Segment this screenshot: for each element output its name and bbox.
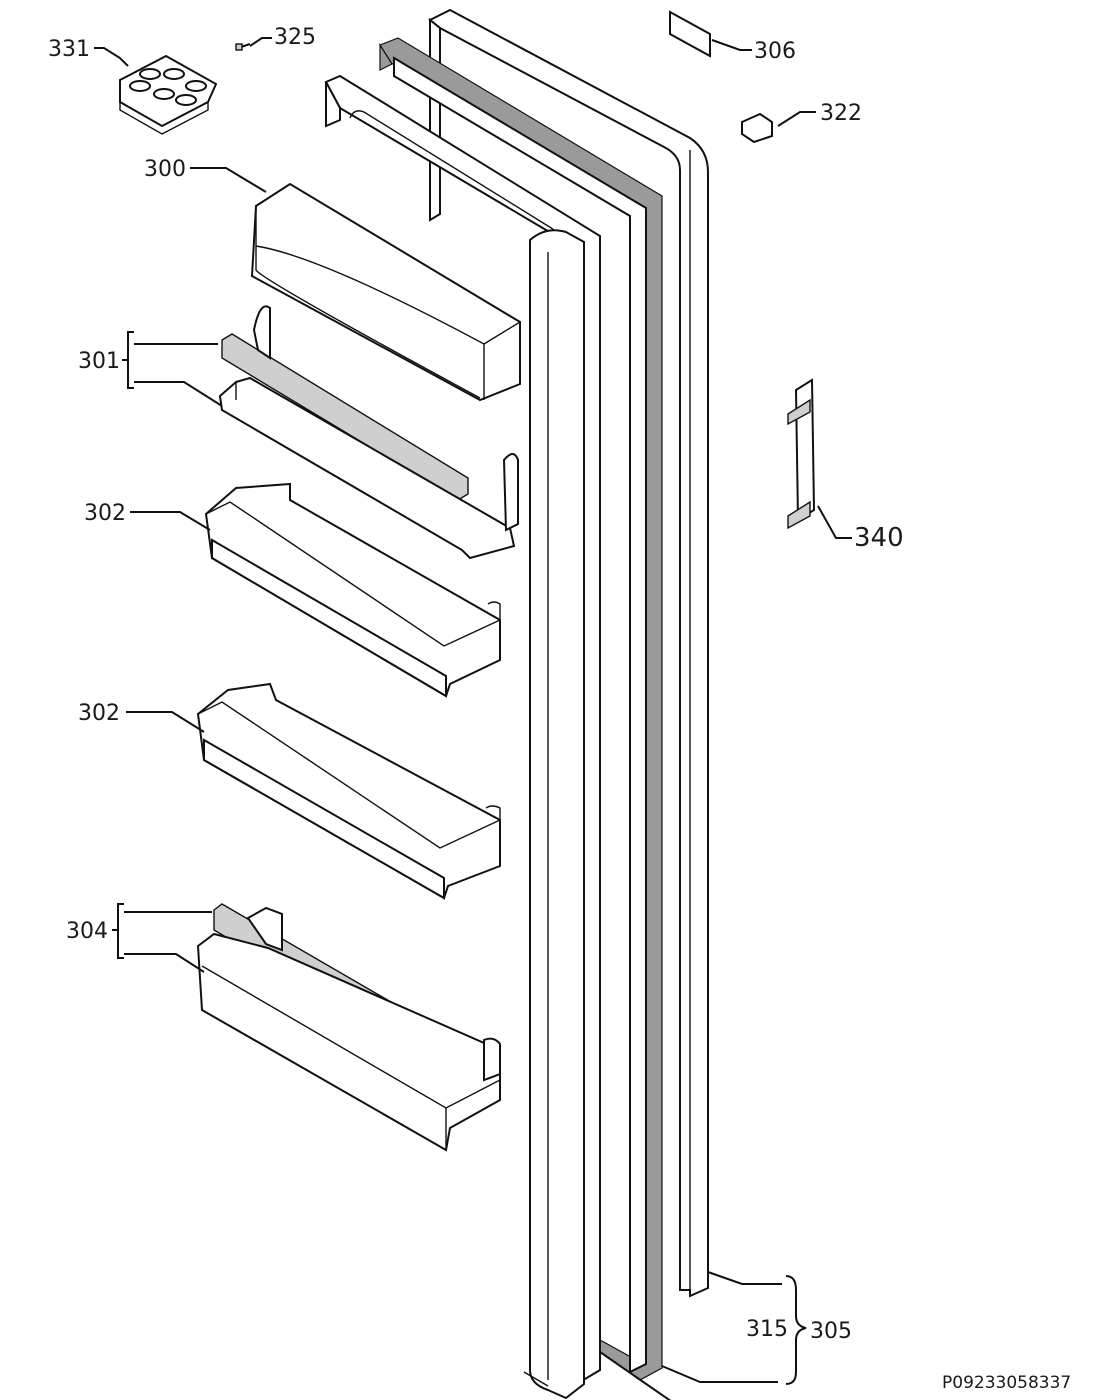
label-300: 300 xyxy=(144,157,186,182)
door-gasket xyxy=(379,37,663,1381)
part-labels: 331 325 306 322 300 301 302 302 304 340 … xyxy=(48,25,904,1344)
reference-code: P09233058337 xyxy=(942,1373,1071,1393)
screw xyxy=(235,43,251,51)
door-inner-liner xyxy=(324,74,601,1400)
brackets xyxy=(112,331,807,1385)
label-plate xyxy=(669,10,711,58)
door-shelf-301 xyxy=(218,305,519,560)
door-shelf-304 xyxy=(196,903,501,1152)
dairy-compartment xyxy=(250,182,521,402)
label-302-lower: 302 xyxy=(78,701,120,726)
door-shelf-302-lower xyxy=(196,682,501,900)
label-306: 306 xyxy=(754,39,796,64)
label-322: 322 xyxy=(820,101,862,126)
label-315: 315 xyxy=(746,1317,788,1342)
door-shelf-302-upper xyxy=(204,482,501,698)
label-304: 304 xyxy=(66,919,108,944)
leader-lines xyxy=(94,37,852,1400)
door-handle xyxy=(787,378,816,530)
egg-tray xyxy=(119,54,218,135)
clip xyxy=(741,112,773,144)
label-331: 331 xyxy=(48,37,90,62)
label-302-upper: 302 xyxy=(84,501,126,526)
label-340: 340 xyxy=(854,523,904,553)
label-301: 301 xyxy=(78,349,120,374)
label-325: 325 xyxy=(274,25,316,50)
label-305: 305 xyxy=(810,1319,852,1344)
